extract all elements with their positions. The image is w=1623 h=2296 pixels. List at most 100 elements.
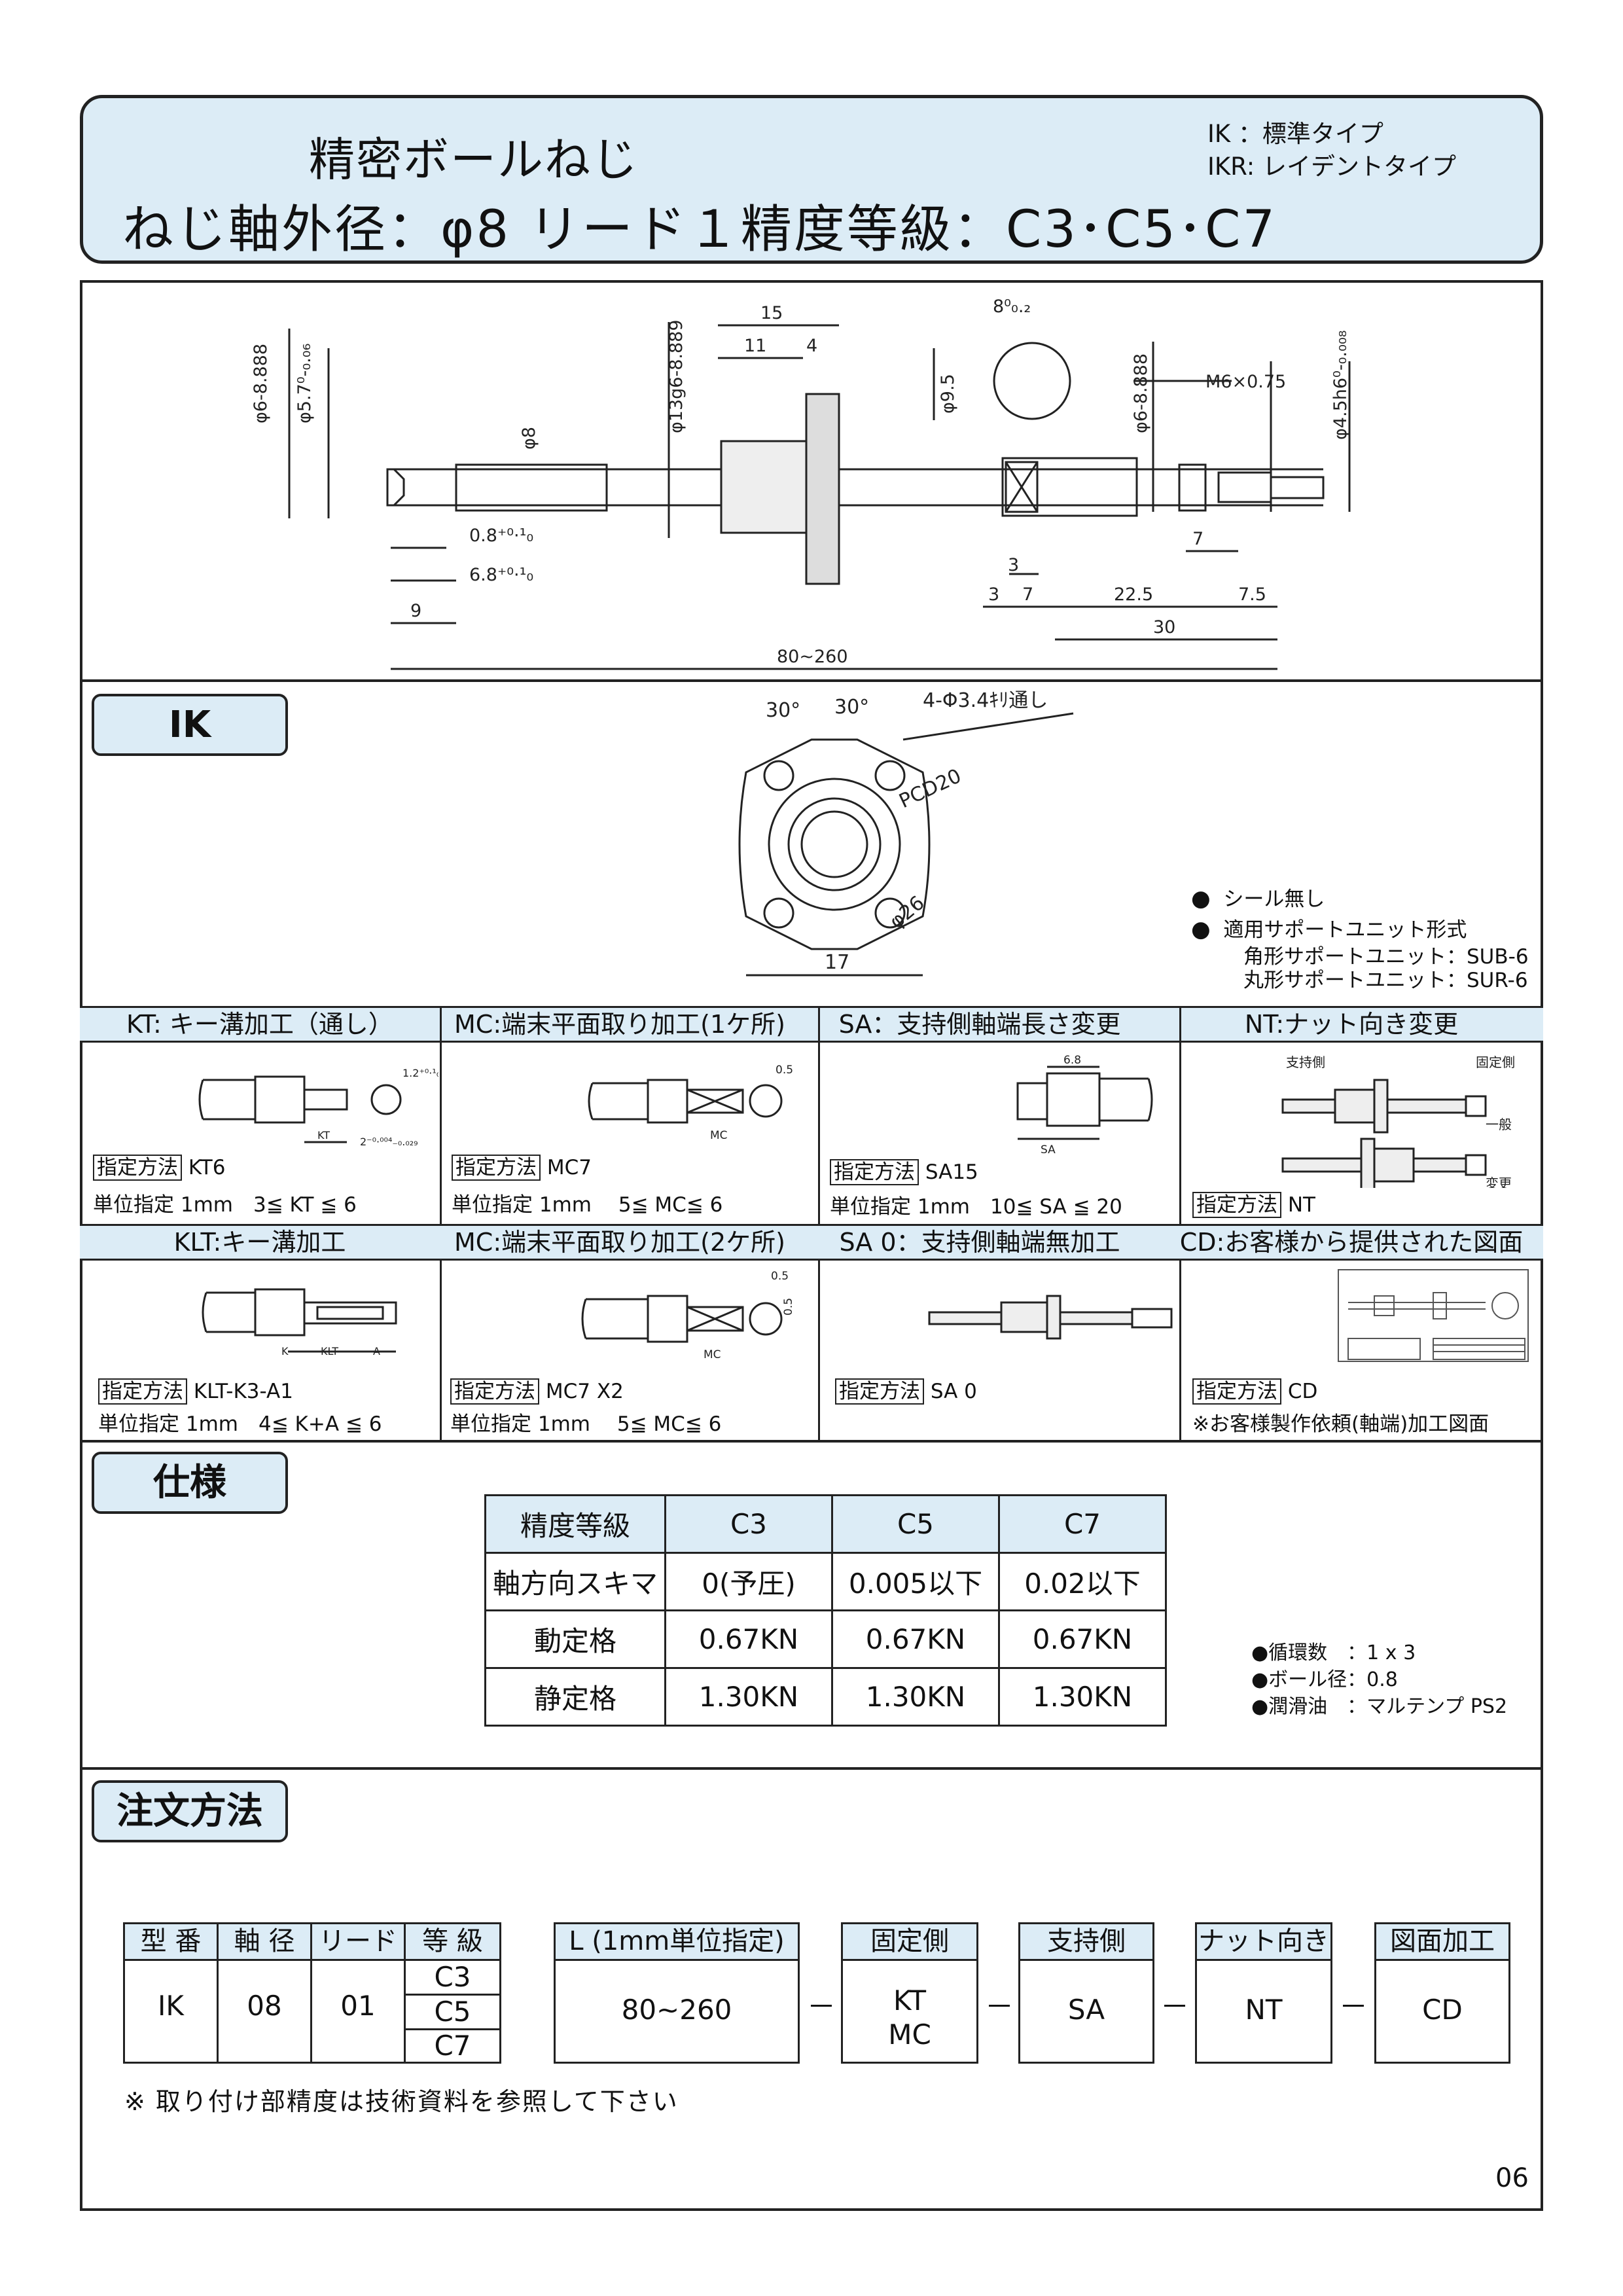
flange-drawing: 30° 30° 4-Φ3.4ｷﾘ通し PCD20 φ26 17 (738, 689, 1074, 977)
support-header: 支持側 (1020, 1924, 1152, 1961)
drawing-value: CD (1422, 1994, 1463, 2026)
dim-225: 22.5 (1114, 584, 1153, 605)
tab-order: 注文方法 (92, 1780, 288, 1842)
mc2-d3: MC (704, 1348, 721, 1361)
nt-general: 一般 (1486, 1117, 1512, 1132)
type-ik: IK ：標準タイプ (1207, 120, 1383, 148)
order-nut-block: ナット向き NT (1195, 1922, 1332, 2064)
klt-klt: KLT (321, 1345, 338, 1357)
divider (80, 679, 1543, 682)
sa-spec: 指定方法 SA15 (830, 1155, 978, 1185)
order-support-block: 支持側 SA (1018, 1922, 1154, 2064)
cd-drawing-thumb (1338, 1269, 1529, 1362)
fixed-kt: KT (893, 1984, 926, 2017)
nt-drawing: 支持側 固定側 一般 変更 (1281, 1054, 1515, 1188)
support-round: 丸形サポートユニット：SUR-6 (1243, 969, 1528, 992)
type-legend: IK ：標準タイプ IKR: レイデントタイプ (1207, 118, 1456, 183)
shaft-value: 08 (247, 1990, 282, 2022)
opt-mc-header: MC:端末平面取り加工(1ケ所) (454, 1010, 785, 1039)
lead-value: 01 (340, 1990, 376, 2022)
options-header-2: KLT:キー溝加工 MC:端末平面取り加工(2ケ所) SA 0：支持側軸端無加工… (80, 1224, 1543, 1261)
opt-sa-header: SA：支持側軸端長さ変更 (838, 1010, 1121, 1039)
fixed-mc: MC (888, 2018, 931, 2051)
table-header: 精度等級 (484, 1494, 666, 1554)
page-subtitle: ねじ軸外径：φ8 リード１精度等級：C3･C5･C7 (122, 200, 1277, 259)
dim-d95: φ9.5 (938, 374, 958, 414)
opt-nt-header: NT:ナット向き変更 (1244, 1010, 1459, 1039)
kt-drawing: 1.2⁺⁰·¹₀ 2⁻⁰·⁰⁰⁴₋₀.₀₂₉ KT (198, 1067, 438, 1148)
tab-ik: IK (92, 694, 288, 756)
cd-note: ※お客様製作依頼(軸端)加工図面 (1192, 1412, 1489, 1436)
nt-changed: 変更 (1486, 1175, 1512, 1188)
mc-d2: MC (710, 1129, 728, 1142)
divider (80, 1440, 1543, 1443)
spec-label: 指定方法 (1192, 1378, 1281, 1405)
mc2-d2: 0.5 (782, 1298, 795, 1316)
sa-d1: 6.8 (1063, 1054, 1081, 1067)
dash: － (1160, 1990, 1189, 2024)
table-row: 動定格 0.67KN 0.67KN 0.67KN (484, 1609, 1167, 1669)
klt-spec: 指定方法 KLT-K3-A1 (98, 1374, 293, 1405)
klt-k: K (281, 1345, 289, 1357)
dim-3a: 3 (1008, 555, 1019, 575)
support-value: SA (1067, 1994, 1105, 2026)
mc-spec: 指定方法 MC7 (452, 1151, 592, 1181)
nt-fixed: 固定側 (1476, 1054, 1515, 1070)
note-circulation: ●循環数 ：1 x 3 (1251, 1641, 1416, 1664)
kt-d3: KT (317, 1129, 330, 1141)
spec-notes: ●循環数 ：1 x 3 ●ボール径：0.8 ●潤滑油 ：マルテンプ PS2 (1251, 1640, 1507, 1720)
model-header: 型 番 (140, 1926, 202, 1956)
sa-drawing: 6.8 SA (1016, 1054, 1153, 1157)
note-lube: ●潤滑油 ：マルテンプ PS2 (1251, 1695, 1508, 1718)
fixed-header: 固定側 (843, 1924, 976, 1961)
length-value: 80~260 (621, 1994, 732, 2026)
support-square: 角形サポートユニット：SUB-6 (1243, 945, 1529, 969)
table-cell: 0.02以下 (998, 1552, 1167, 1611)
kt-unit: 単位指定 1mm 3≦ KT ≦ 6 (93, 1193, 357, 1217)
cd-spec: 指定方法 CD (1192, 1374, 1317, 1405)
mc2-d1: 0.5 (771, 1270, 789, 1283)
table-row: 静定格 1.30KN 1.30KN 1.30KN (484, 1667, 1167, 1727)
order-model-block: 型 番 軸 径 リード 等 級 IK 08 01 C3 C5 C7 (123, 1922, 501, 2064)
angle-b: 30° (834, 696, 869, 719)
kt-d1: 1.2⁺⁰·¹₀ (402, 1067, 438, 1079)
dim-11: 11 (744, 336, 766, 356)
grade-c7: C7 (434, 2030, 471, 2062)
spec-label: 指定方法 (452, 1155, 541, 1181)
note-support: ● 適用サポートユニット形式 (1191, 916, 1467, 942)
divider (80, 1767, 1543, 1770)
dim-7b: 7 (1192, 529, 1204, 549)
dim-d45: φ4.5h6⁰-₀.₀₀₈ (1330, 331, 1351, 440)
sa-d2: SA (1041, 1143, 1056, 1157)
dim-68: 6.8⁺⁰·¹₀ (469, 565, 533, 585)
opt-klt-header: KLT:キー溝加工 (173, 1228, 346, 1257)
mc2-drawing: 0.5 0.5 MC (581, 1270, 795, 1361)
page-title: 精密ボールねじ (309, 133, 639, 187)
table-header: C5 (831, 1494, 1000, 1554)
options-header-1: KT: キー溝加工（通し） MC:端末平面取り加工(1ケ所) SA：支持側軸端長… (80, 1006, 1543, 1043)
title-banner: 精密ボールねじ ねじ軸外径：φ8 リード１精度等級：C3･C5･C7 IK ：標… (80, 95, 1543, 264)
grade-c3: C3 (406, 1961, 499, 1996)
dim-4: 4 (806, 336, 817, 356)
ik-notes: ● シール無し ● 適用サポートユニット形式 角形サポートユニット：SUB-6 … (1191, 884, 1529, 992)
order-length-block: L (1mm単位指定) 80~260 (554, 1922, 800, 2064)
col-divider (440, 1006, 442, 1440)
drawing-header: 図面加工 (1376, 1924, 1508, 1961)
col-divider (818, 1006, 820, 1440)
table-cell: 0.67KN (998, 1609, 1167, 1669)
dim-d8: φ8 (519, 427, 539, 450)
table-cell: 0.005以下 (831, 1552, 1000, 1611)
dim-d6: φ6-8.888 (251, 344, 271, 423)
angle-a: 30° (766, 699, 800, 722)
note-no-seal: ● シール無し (1191, 886, 1325, 912)
mc-drawing: 0.5 MC (588, 1064, 793, 1142)
lead-header: リード (319, 1926, 397, 1956)
shaft-drawing: φ6-8.888 φ5.7⁰-₀.₀₆ φ8 φ13g6-8.889 15 11… (251, 296, 1351, 670)
shaft-header: 軸 径 (234, 1926, 295, 1956)
order-fixed-block: 固定側 KT MC (841, 1922, 978, 2064)
spec-label: 指定方法 (1192, 1192, 1281, 1218)
opt-sa0-header: SA 0：支持側軸端無加工 (839, 1228, 1120, 1257)
kt-d2: 2⁻⁰·⁰⁰⁴₋₀.₀₂₉ (360, 1136, 418, 1148)
opt-cd-header: CD:お客様から提供された図面 (1179, 1228, 1524, 1257)
dim-08: 0.8⁺⁰·¹₀ (469, 526, 533, 546)
